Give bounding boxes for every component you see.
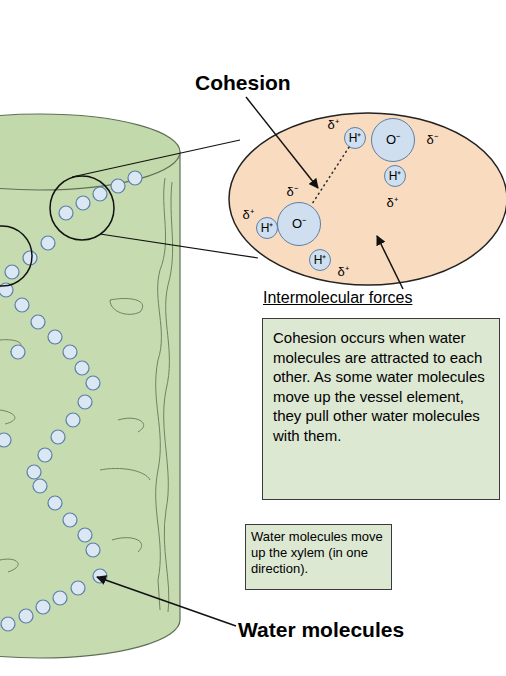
zoom-line xyxy=(72,140,240,177)
atom-circle: H⁺ xyxy=(309,249,331,271)
atom-circle: H⁺ xyxy=(384,165,406,187)
atom-circle: O⁻ xyxy=(371,118,415,162)
partial-charge: δ⁻ xyxy=(286,185,297,199)
zoom-line xyxy=(100,234,258,258)
atom-symbol: H⁺ xyxy=(261,222,274,234)
vessel-top xyxy=(0,114,180,190)
atom-circle: O⁻ xyxy=(277,202,321,246)
zoom-circle xyxy=(0,226,32,286)
atom-symbol: O⁻ xyxy=(386,134,400,146)
vessel-wall-markings xyxy=(0,178,173,612)
partial-charge: δ⁻ xyxy=(426,133,437,147)
zoom-circle xyxy=(50,176,114,240)
note-box: Cohesion occurs when water molecules are… xyxy=(262,318,500,500)
note-text: Cohesion occurs when water molecules are… xyxy=(273,328,489,445)
partial-charge: δ⁺ xyxy=(337,265,348,279)
note-box: Water molecules move up the xylem (in on… xyxy=(245,524,392,590)
leader-arrow xyxy=(97,577,236,626)
partial-charge: δ⁺ xyxy=(327,118,338,132)
hydrogen-bond xyxy=(311,147,349,205)
water-molecule-chain xyxy=(0,171,142,631)
diagram-label: Cohesion xyxy=(195,71,291,95)
ellipse-shape xyxy=(229,113,506,285)
diagram-label: Water molecules xyxy=(238,618,404,642)
note-text: Water molecules move up the xylem (in on… xyxy=(251,529,386,577)
vessel-body xyxy=(0,152,180,658)
atom-symbol: H⁺ xyxy=(349,132,362,144)
partial-charge: δ⁺ xyxy=(242,208,253,222)
leader-arrow xyxy=(377,236,403,289)
atom-circle: H⁺ xyxy=(344,127,366,149)
diagram-label: Intermolecular forces xyxy=(263,289,412,307)
atom-symbol: H⁺ xyxy=(314,254,327,266)
atom-symbol: H⁺ xyxy=(389,170,402,182)
atom-symbol: O⁻ xyxy=(292,218,306,230)
partial-charge: δ⁺ xyxy=(386,196,397,210)
atom-circle: H⁺ xyxy=(256,217,278,239)
leader-arrow xyxy=(246,97,318,188)
molecule-zoom-ellipse: δ⁺ δ⁻ δ⁻ δ⁺ δ⁺ δ⁺ H⁺ O⁻ H⁺ H⁺ O⁻ H⁺ xyxy=(228,112,506,286)
ellipse-outline xyxy=(228,112,506,286)
